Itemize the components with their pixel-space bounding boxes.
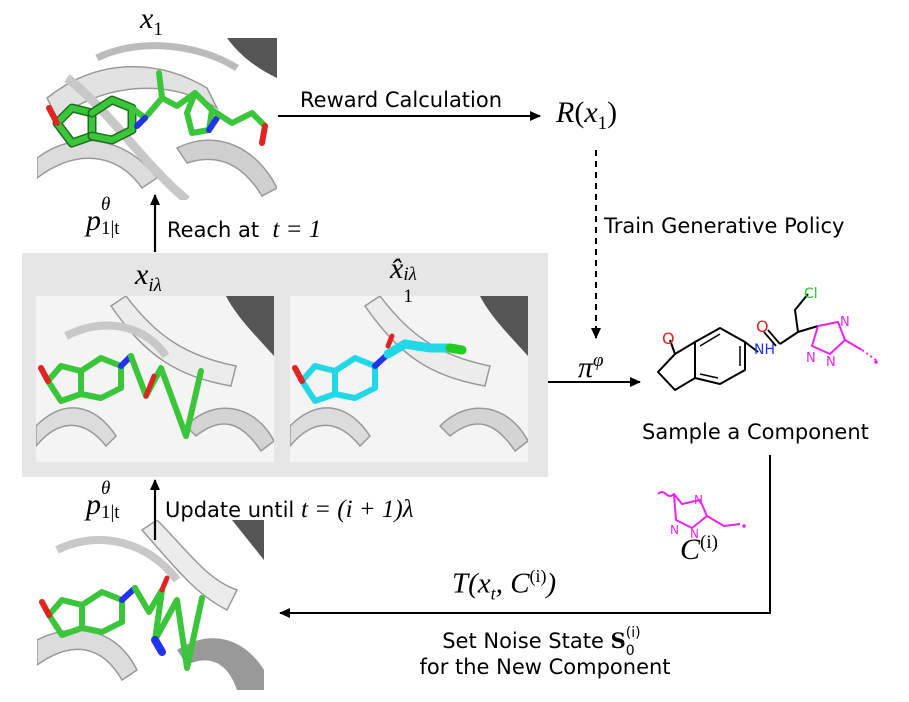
- atom-oxygen-2: O: [756, 317, 769, 336]
- reach-cond: t = 1: [272, 216, 322, 243]
- state-xhat-label: x̂ iλ 1: [390, 252, 433, 307]
- policy-label: πφ: [578, 350, 604, 385]
- x-il-symbol: x: [135, 258, 149, 291]
- x1-symbol: x: [140, 2, 154, 35]
- frag-n1: N: [694, 493, 703, 507]
- train-label: Train Generative Policy: [604, 214, 845, 238]
- update-p-sub: 1|t: [101, 502, 120, 523]
- update-label: Update until t = (i + 1)λ: [165, 496, 414, 524]
- atom-n2: N: [806, 351, 816, 366]
- update-cond: t = (i + 1)λ: [300, 496, 414, 523]
- frag-n3: N: [690, 527, 699, 541]
- noise-sub: 0: [625, 643, 635, 659]
- update-p: p: [86, 488, 101, 521]
- reward-target: R(x1): [556, 96, 618, 134]
- molecule-component: O NH O Cl N N N: [657, 286, 878, 391]
- state-x-ilambda-label: xiλ: [135, 258, 162, 297]
- noise-line1: Set Noise State S(i) 0: [400, 625, 690, 659]
- atom-n3: N: [826, 355, 836, 370]
- frag-n2: N: [670, 523, 679, 537]
- policy-symbol: π: [578, 351, 594, 384]
- reward-fn: R: [556, 96, 575, 129]
- transform-args-sup: (i): [529, 566, 547, 586]
- transform-args-mid: , C: [495, 567, 530, 600]
- policy-sup: φ: [593, 350, 604, 371]
- transform-args-end: ): [546, 567, 557, 600]
- component-c: C: [680, 533, 701, 566]
- reward-arg-sub: 1: [597, 113, 608, 134]
- xhat-symbol: x̂: [390, 252, 404, 285]
- x-il-sub: iλ: [148, 275, 162, 296]
- xhat-sup: iλ: [403, 264, 417, 285]
- x1-sub: 1: [153, 19, 163, 40]
- reach-text: Reach at: [167, 218, 260, 242]
- noise-sup: (i): [625, 625, 641, 641]
- update-p-sup: θ: [101, 478, 111, 499]
- noise-label: Set Noise State S(i) 0 for the New Compon…: [400, 625, 690, 680]
- noise-text: Set Noise State: [442, 629, 604, 653]
- transform-args-sub: t: [490, 583, 496, 604]
- atom-nh: NH: [754, 342, 775, 358]
- update-text: Update until: [165, 498, 295, 522]
- protein-scene-xt: [37, 520, 264, 690]
- benzene-ring: [694, 327, 746, 385]
- update-prob: p θ 1|t: [86, 478, 139, 523]
- reach-p-sub: 1|t: [101, 218, 120, 239]
- fragment-structure: N N N: [657, 491, 746, 541]
- reach-p-sup: θ: [101, 194, 111, 215]
- state-x1-label: x1: [140, 2, 163, 41]
- protein-scene-xhat: [290, 296, 528, 462]
- atom-n1: N: [840, 315, 850, 330]
- reach-p: p: [86, 204, 101, 237]
- xhat-sub: 1: [403, 286, 413, 307]
- atom-oxygen: O: [662, 329, 675, 348]
- transform-fn: T: [452, 567, 469, 600]
- transform-label: T(xt, C(i)): [452, 566, 556, 604]
- triazole-ring: [811, 321, 846, 355]
- reach-prob: p θ 1|t: [86, 194, 139, 239]
- component-sup: (i): [700, 532, 718, 553]
- component-symbol: C(i): [680, 532, 718, 567]
- reach-label: Reach at t = 1: [167, 216, 321, 244]
- reward-label: Reward Calculation: [300, 88, 503, 112]
- noise-line2: for the New Component: [419, 655, 671, 679]
- protein-scene-x1: [37, 38, 277, 200]
- transform-args: (x: [468, 567, 491, 600]
- protein-scene-x-ilambda: [36, 296, 274, 462]
- reward-arg: x: [584, 96, 598, 129]
- noise-sym: S: [610, 628, 626, 653]
- transform-arrow: [279, 455, 771, 618]
- sample-component-label: Sample a Component: [642, 420, 869, 444]
- atom-chlorine: Cl: [804, 286, 818, 302]
